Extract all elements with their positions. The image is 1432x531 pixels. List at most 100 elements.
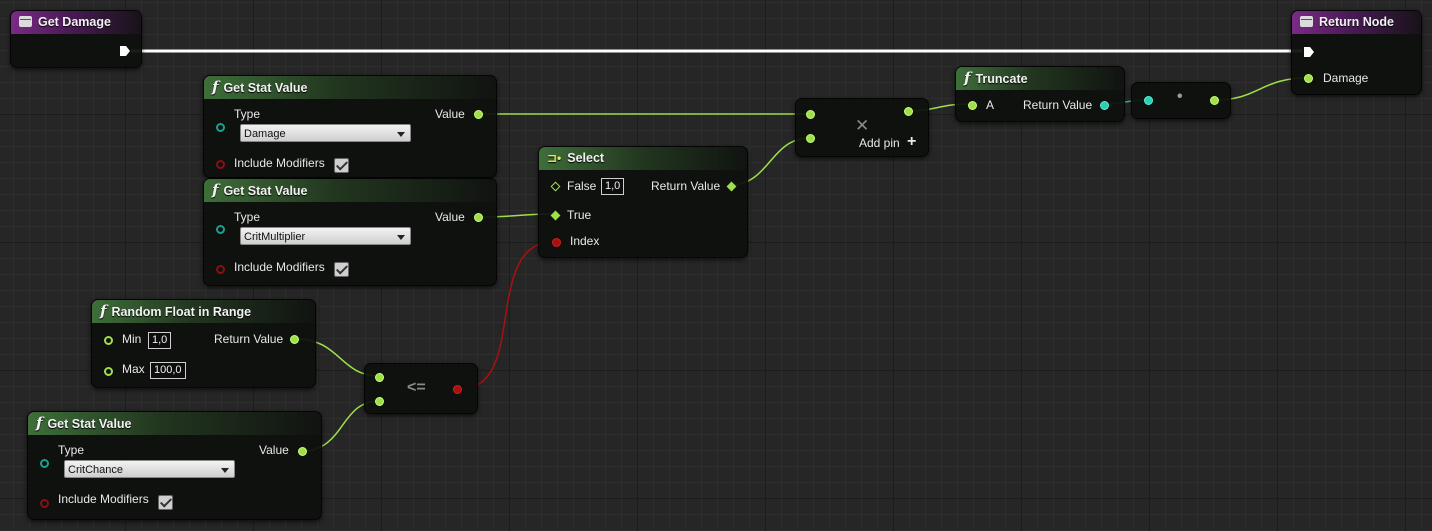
- chevron-down-icon: [397, 132, 405, 137]
- compare-in-a-pin[interactable]: [375, 373, 384, 382]
- int-to-float-conversion-node[interactable]: •: [1131, 82, 1231, 119]
- value-label: Value: [259, 443, 289, 457]
- return-value-label: Return Value: [651, 179, 721, 193]
- type-dropdown-value: Damage: [244, 128, 286, 140]
- return-node-title: Return Node: [1319, 15, 1394, 29]
- get-damage-title: Get Damage: [38, 15, 111, 29]
- value-out-pin[interactable]: [474, 213, 483, 222]
- type-dropdown[interactable]: Damage: [240, 124, 411, 142]
- value-label: Value: [435, 210, 465, 224]
- include-modifiers-label: Include Modifiers: [234, 156, 325, 170]
- truncate-header[interactable]: f Truncate: [956, 67, 1124, 90]
- select-header[interactable]: ⊐•Select: [539, 147, 747, 170]
- node-title: Truncate: [975, 72, 1028, 86]
- compare-in-b-pin[interactable]: [375, 397, 384, 406]
- conversion-in-pin[interactable]: [1144, 96, 1153, 105]
- exec-in-pin[interactable]: [1303, 46, 1315, 58]
- true-in-pin[interactable]: [550, 210, 561, 221]
- index-in-pin[interactable]: [552, 238, 561, 247]
- function-icon: f: [964, 69, 971, 87]
- false-label: False: [567, 179, 597, 193]
- include-modifiers-pin[interactable]: [216, 265, 225, 274]
- node-title: Get Stat Value: [223, 81, 308, 95]
- min-in-pin[interactable]: [104, 336, 113, 345]
- return-node[interactable]: Return Node Damage: [1291, 10, 1422, 95]
- include-modifiers-checkbox[interactable]: [334, 158, 349, 173]
- type-dropdown-value: CritChance: [68, 464, 124, 476]
- type-label: Type: [234, 210, 261, 224]
- conversion-dot-icon: •: [1177, 88, 1183, 105]
- max-label: Max: [122, 362, 145, 376]
- include-modifiers-checkbox[interactable]: [334, 262, 349, 277]
- max-in-pin[interactable]: [104, 367, 113, 376]
- include-modifiers-checkbox[interactable]: [158, 495, 173, 510]
- type-label: Type: [234, 107, 261, 121]
- type-label: Type: [58, 443, 85, 457]
- multiply-in-a-pin[interactable]: [806, 110, 815, 119]
- return-value-out-pin[interactable]: [726, 181, 737, 192]
- compare-out-pin[interactable]: [453, 385, 462, 394]
- value-label: Value: [435, 107, 465, 121]
- a-label: A: [986, 98, 995, 112]
- get-stat-value-critchance-node[interactable]: f Get Stat Value Type CritChance Value In…: [27, 411, 322, 520]
- return-value-label: Return Value: [1023, 98, 1093, 112]
- true-label: True: [567, 208, 592, 222]
- value-out-pin[interactable]: [474, 110, 483, 119]
- chevron-down-icon: [221, 468, 229, 473]
- include-modifiers-label: Include Modifiers: [58, 492, 149, 506]
- damage-pin-label: Damage: [1323, 71, 1369, 85]
- type-dropdown[interactable]: CritMultiplier: [240, 227, 411, 245]
- conversion-out-pin[interactable]: [1210, 96, 1219, 105]
- damage-in-pin[interactable]: [1304, 74, 1313, 83]
- multiply-out-pin[interactable]: [904, 107, 913, 116]
- truncate-a-in-pin[interactable]: [968, 101, 977, 110]
- get-stat-value-header[interactable]: f Get Stat Value: [28, 412, 321, 435]
- add-pin-label[interactable]: Add pin: [859, 136, 900, 150]
- index-label: Index: [570, 234, 600, 248]
- random-float-header[interactable]: f Random Float in Range: [92, 300, 315, 323]
- max-value-field[interactable]: 100,0: [150, 362, 186, 379]
- include-modifiers-pin[interactable]: [40, 499, 49, 508]
- include-modifiers-pin[interactable]: [216, 160, 225, 169]
- event-icon: [1300, 16, 1313, 27]
- function-icon: f: [100, 302, 107, 320]
- type-in-pin[interactable]: [40, 459, 49, 468]
- truncate-out-pin[interactable]: [1100, 101, 1109, 110]
- value-out-pin[interactable]: [298, 447, 307, 456]
- return-value-out-pin[interactable]: [290, 335, 299, 344]
- type-dropdown[interactable]: CritChance: [64, 460, 235, 478]
- event-icon: [19, 16, 32, 27]
- select-node[interactable]: ⊐•Select False 1,0 Return Value True Ind…: [538, 146, 748, 258]
- multiply-in-b-pin[interactable]: [806, 134, 815, 143]
- multiply-node[interactable]: ✕ Add pin +: [795, 98, 929, 157]
- exec-out-pin[interactable]: [119, 45, 131, 57]
- function-icon: f: [212, 181, 219, 199]
- random-float-in-range-node[interactable]: f Random Float in Range Min 1,0 Max 100,0…: [91, 299, 316, 388]
- type-in-pin[interactable]: [216, 123, 225, 132]
- chevron-down-icon: [397, 235, 405, 240]
- multiply-icon: ✕: [855, 116, 870, 135]
- get-damage-node[interactable]: Get Damage: [10, 10, 142, 68]
- less-equal-node[interactable]: <=: [364, 363, 478, 414]
- select-icon: ⊐•: [547, 151, 562, 165]
- min-value-field[interactable]: 1,0: [148, 332, 172, 349]
- type-in-pin[interactable]: [216, 225, 225, 234]
- node-title: Get Stat Value: [47, 417, 132, 431]
- wire-compare-to-select-index[interactable]: [459, 240, 557, 390]
- type-dropdown-value: CritMultiplier: [244, 231, 306, 243]
- get-damage-header[interactable]: Get Damage: [11, 11, 141, 34]
- false-in-pin[interactable]: [550, 181, 561, 192]
- min-label: Min: [122, 332, 142, 346]
- function-icon: f: [36, 414, 43, 432]
- false-value-field[interactable]: 1,0: [601, 178, 625, 195]
- truncate-node[interactable]: f Truncate A Return Value: [955, 66, 1125, 122]
- node-title: Random Float in Range: [111, 305, 252, 319]
- add-pin-icon[interactable]: +: [907, 133, 917, 150]
- return-node-header[interactable]: Return Node: [1292, 11, 1421, 34]
- less-equal-symbol: <=: [407, 379, 426, 396]
- include-modifiers-label: Include Modifiers: [234, 260, 325, 274]
